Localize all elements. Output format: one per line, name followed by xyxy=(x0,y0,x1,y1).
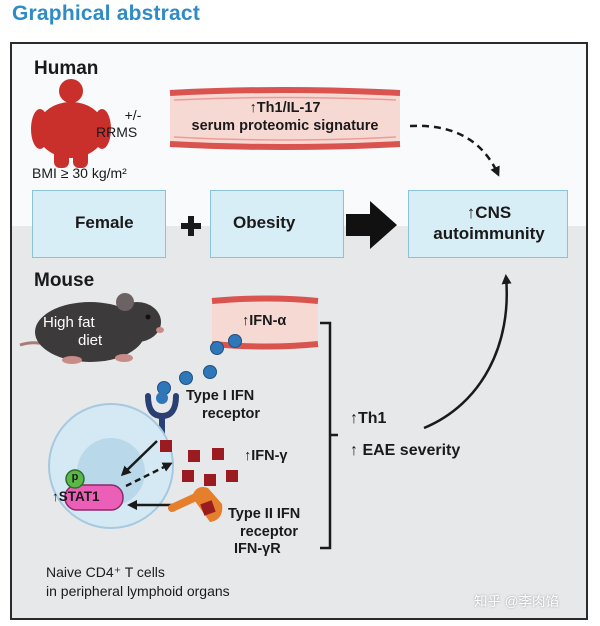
female-label: Female xyxy=(75,213,134,232)
abstract-frame: Human +/- RRMS BMI ≥ 30 kg/m² ↑Th1/IL-17… xyxy=(10,42,588,620)
type1-receptor-label-line2: receptor xyxy=(202,406,261,422)
mouse-icon xyxy=(19,293,164,364)
obese-person-icon xyxy=(31,79,111,168)
cns-autoimmunity-box: ↑CNS autoimmunity xyxy=(408,190,568,258)
eae-severity-label: ↑ EAE severity xyxy=(350,442,461,459)
t-cells-label-line2: in peripheral lymphoid organs xyxy=(46,583,230,599)
diet-label-line2: diet xyxy=(78,332,103,349)
cns-label-line2: autoimmunity xyxy=(433,224,545,243)
bmi-label: BMI ≥ 30 kg/m² xyxy=(32,165,127,181)
proteomic-signature-line1: ↑Th1/IL-17 xyxy=(249,100,321,116)
blood-vessel-mouse xyxy=(211,295,319,350)
stat1-to-ifn-gamma-arrow xyxy=(125,462,173,488)
watermark: 知乎 @李肉馅 xyxy=(474,594,559,609)
t-cells-label-line1: Naive CD4⁺ T cells xyxy=(46,564,165,580)
human-section-title: Human xyxy=(34,58,99,79)
blood-vessel-top xyxy=(169,87,401,150)
mouse-to-cns-arrow xyxy=(423,274,512,430)
ifn-gamma-molecules xyxy=(160,440,238,486)
ifn-gamma-label: ↑IFN-γ xyxy=(244,448,288,464)
type2-receptor-label-line3: IFN-γR xyxy=(234,541,281,557)
stat1-icon xyxy=(64,484,124,511)
bound-ifn-alpha-icon xyxy=(156,392,168,404)
stat1-label: ↑STAT1 xyxy=(52,489,100,504)
obesity-box: Obesity xyxy=(210,190,344,258)
rrms-label-line1: +/- xyxy=(124,107,142,123)
signature-to-cns-arrow xyxy=(409,124,500,177)
phospho-label: p xyxy=(71,471,79,483)
mouse-section-title: Mouse xyxy=(34,270,95,291)
diet-label-line1: High fat xyxy=(43,314,95,331)
type2-receptor-icon xyxy=(168,487,223,522)
th1-label: ↑Th1 xyxy=(350,410,387,427)
proteomic-signature-line2: serum proteomic signature xyxy=(191,118,379,134)
type2-receptor-label-line1: Type II IFN xyxy=(228,506,301,522)
rrms-label-line2: RRMS xyxy=(96,124,138,140)
obesity-label: Obesity xyxy=(233,213,296,232)
ifn-alpha-molecules xyxy=(157,334,242,395)
big-right-arrow xyxy=(346,201,397,249)
outcome-bracket xyxy=(320,321,338,550)
type1-receptor-label-line1: Type I IFN xyxy=(186,388,255,404)
cns-label-line1: ↑CNS xyxy=(466,203,512,222)
plus-icon xyxy=(181,216,201,236)
ifn-alpha-label: ↑IFN-α xyxy=(242,313,287,329)
phospho-badge-icon xyxy=(65,469,85,489)
type1-signal-arrow xyxy=(120,440,158,477)
type2-receptor-label-line2: receptor xyxy=(240,524,299,540)
female-box: Female xyxy=(32,190,166,258)
graphical-abstract-heading: Graphical abstract xyxy=(12,2,201,25)
